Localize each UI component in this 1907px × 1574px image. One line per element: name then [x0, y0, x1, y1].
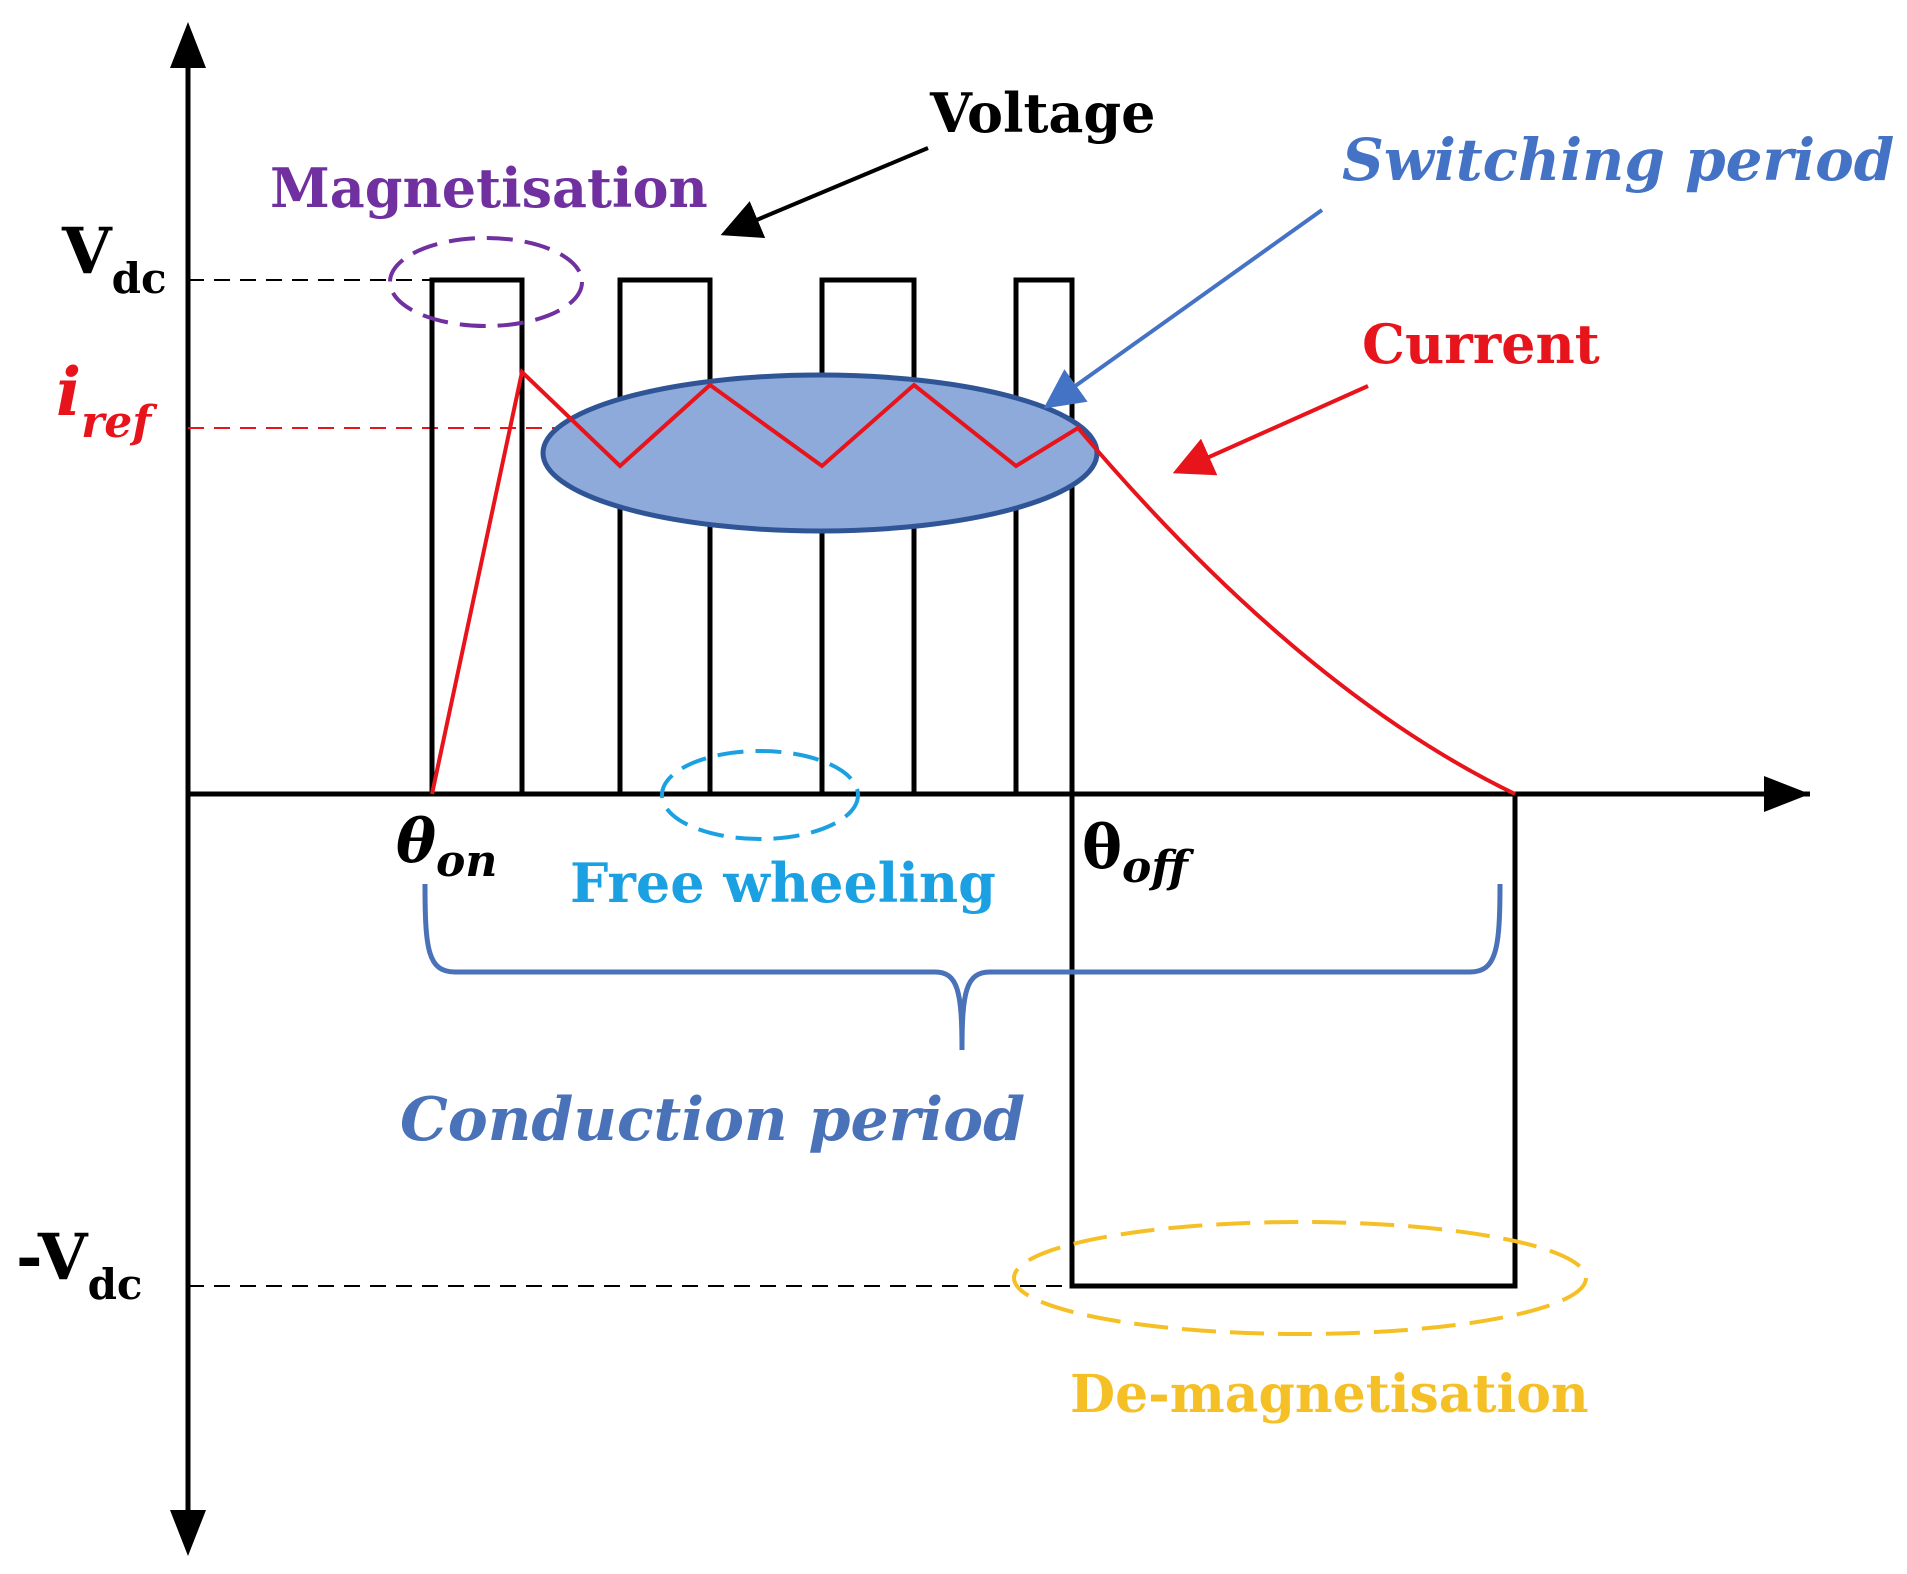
vdc-label: Vdc: [61, 214, 167, 303]
theta-on-label: θon: [396, 807, 497, 887]
conduction-period-brace: [422, 883, 1503, 1051]
vertical-axis-top-arrow-icon: [170, 22, 206, 68]
theta-off-label: θoff: [1082, 813, 1194, 893]
magnetisation-label: Magnetisation: [270, 156, 708, 220]
neg-vdc-label: -Vdc: [16, 1220, 143, 1309]
voltage-waveform: [188, 277, 1810, 1289]
switching-period-label: Switching period: [1342, 126, 1894, 194]
iref-label: iref: [56, 353, 158, 448]
current-arrow: [1172, 384, 1369, 476]
voltage-label: Voltage: [929, 81, 1156, 145]
demagnetisation-label: De-magnetisation: [1070, 1364, 1589, 1425]
switching-period-ellipse: [540, 372, 1100, 534]
conduction-period-label: Conduction period: [400, 1085, 1025, 1155]
free-wheeling-label: Free wheeling: [570, 851, 996, 915]
current-waveform: [430, 368, 1516, 796]
vertical-axis-bottom-arrow-icon: [170, 1510, 206, 1556]
voltage-arrow: [720, 146, 929, 239]
magnetisation-ellipse: [388, 236, 584, 328]
current-label: Current: [1362, 312, 1600, 376]
free-wheeling-ellipse: [660, 749, 860, 841]
demagnetisation-ellipse: [1012, 1220, 1588, 1336]
switching-period-arrow: [1043, 208, 1324, 409]
